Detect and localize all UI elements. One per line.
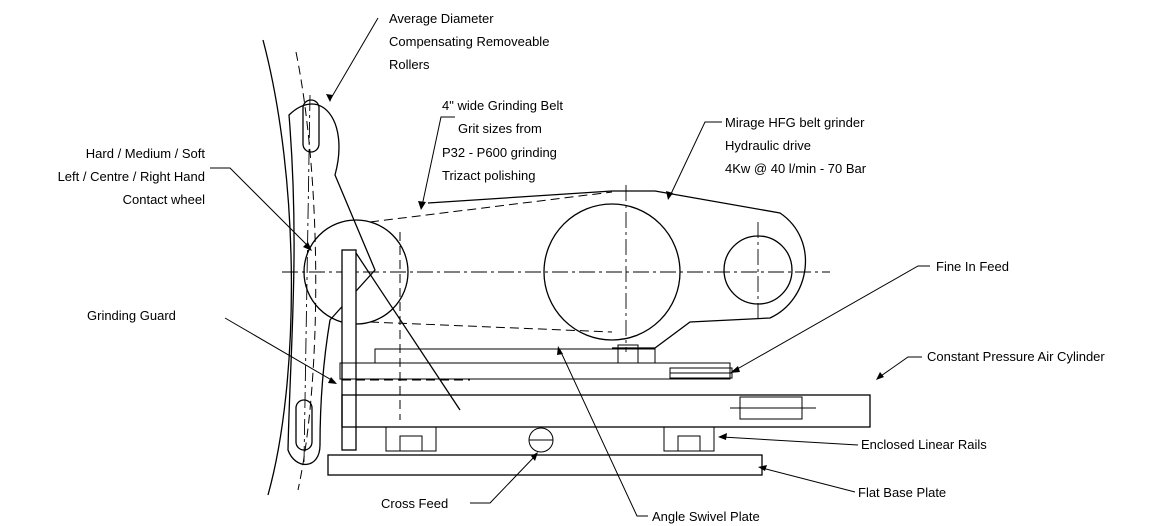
label-rollers-line3: Rollers [389, 57, 430, 72]
label-contact-wheel-line2: Left / Centre / Right Hand [58, 169, 205, 184]
arrow-grinding-guard [328, 377, 337, 384]
workpiece-curve-inner [295, 51, 317, 491]
label-grinder-line1: Mirage HFG belt grinder [725, 115, 865, 130]
leader-grinder [669, 121, 722, 197]
label-contact-wheel-line3: Contact wheel [123, 192, 205, 207]
leader-linear-rails [721, 436, 859, 446]
label-grinding-guard: Grinding Guard [87, 308, 176, 323]
label-flat-base-plate: Flat Base Plate [858, 485, 946, 500]
label-grinder-line3: 4Kw @ 40 l/min - 70 Bar [725, 161, 867, 176]
leader-grinding-guard [224, 317, 336, 383]
flat-base-plate-shape [327, 454, 763, 476]
leader-air-cylinder [877, 356, 922, 379]
roller-arm-centreline [303, 94, 311, 463]
label-belt: 4" wide Grinding Belt Grit sizes from P3… [442, 98, 563, 183]
label-contact-wheel-line1: Hard / Medium / Soft [86, 146, 206, 161]
label-contact-wheel: Hard / Medium / Soft Left / Centre / Rig… [58, 146, 206, 207]
label-rollers-line1: Average Diameter [389, 11, 494, 26]
leader-fine-in-feed [731, 265, 930, 373]
top-slide [374, 348, 656, 364]
leader-belt [421, 116, 455, 207]
label-belt-line3: P32 - P600 grinding [442, 145, 557, 160]
label-fine-in-feed: Fine In Feed [936, 259, 1009, 274]
workpiece-curve-outer [262, 39, 293, 496]
label-belt-line1: 4" wide Grinding Belt [442, 98, 563, 113]
label-rollers-line2: Compensating Removeable [389, 34, 549, 49]
label-grinder-line2: Hydraulic drive [725, 138, 811, 153]
label-linear-rails: Enclosed Linear Rails [861, 437, 987, 452]
leader-rollers [329, 17, 379, 101]
arrow-linear-rails [718, 433, 727, 440]
swivel-diagonal [355, 252, 461, 411]
slide-plate [341, 394, 871, 428]
grinding-belt-outline [369, 191, 613, 333]
arrow-fine-in-feed [730, 366, 740, 373]
arrow-air-cylinder [876, 372, 884, 380]
rail-channel-right [677, 435, 701, 452]
arrow-contact-wheel [303, 242, 312, 251]
fine-in-feed-post [617, 344, 639, 364]
grinding-guard [341, 249, 357, 451]
rail-channel-left [399, 435, 423, 452]
label-cross-feed: Cross Feed [381, 496, 448, 511]
label-belt-line2: Grit sizes from [458, 121, 542, 136]
label-rollers: Average Diameter Compensating Removeable… [389, 11, 549, 72]
label-grinder: Mirage HFG belt grinder Hydraulic drive … [725, 115, 867, 176]
bottom-roller [295, 399, 313, 451]
label-belt-line4: Trizact polishing [442, 168, 535, 183]
label-air-cylinder: Constant Pressure Air Cylinder [927, 349, 1105, 364]
leader-flat-base-plate [761, 467, 856, 493]
roller-arm [287, 103, 376, 466]
angle-swivel-plate [339, 362, 731, 380]
rail-block-right [663, 426, 715, 452]
leader-contact-wheel [210, 167, 311, 249]
top-roller [302, 99, 320, 153]
arrow-rollers [326, 94, 333, 102]
label-angle-swivel-plate: Angle Swivel Plate [652, 509, 760, 524]
arrow-flat-base-plate [758, 465, 767, 471]
arrow-grinder [666, 191, 673, 200]
arrow-cross-feed [531, 452, 538, 461]
leader-cross-feed [470, 454, 537, 504]
arrow-angle-swivel-plate [557, 346, 563, 355]
rail-block-left [385, 426, 437, 452]
arrow-belt [418, 201, 426, 210]
grinder-housing [427, 190, 807, 349]
leader-angle-swivel-plate [559, 349, 648, 517]
